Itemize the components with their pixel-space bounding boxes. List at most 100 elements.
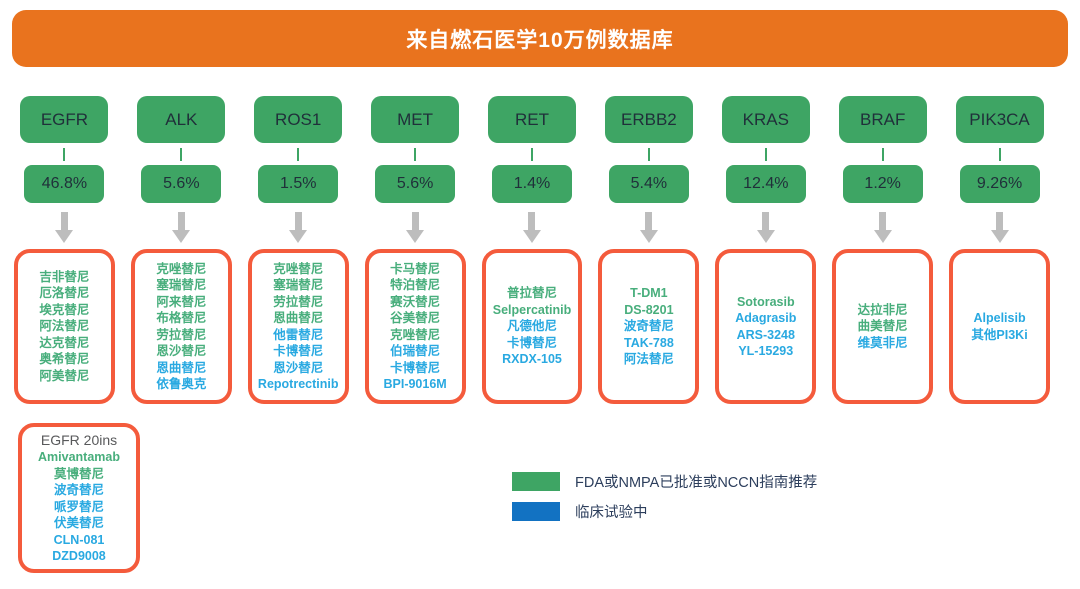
arrow-head [55,230,74,243]
egfr-20ins-title: EGFR 20ins [40,432,118,449]
gene-box: MET [371,96,460,143]
legend-item: 临床试验中 [512,501,817,522]
drug-name: ARS-3248 [736,327,795,342]
drug-name: 克唑替尼 [273,261,324,276]
arrow-head [289,230,308,243]
connector-line [180,148,183,161]
down-arrow-icon [756,212,775,243]
down-arrow-icon [406,212,425,243]
legend-swatch-green [512,472,560,491]
drug-name: 埃克替尼 [39,302,90,317]
gene-label: MET [397,109,434,129]
frequency-label: 1.5% [279,175,317,192]
drug-name: 其他PI3Ki [971,327,1028,342]
drug-list-box: 克唑替尼塞瑞替尼阿来替尼布格替尼劳拉替尼恩沙替尼恩曲替尼依鲁奥克 [130,249,232,404]
drug-name: 谷美替尼 [390,311,441,325]
drug-name: 他雷替尼 [273,327,324,342]
drug-list: 达拉非尼曲美替尼维莫非尼 [839,302,926,352]
drug-name: 阿来替尼 [156,294,207,309]
gene-label: ERBB2 [621,109,677,129]
down-arrow-icon [639,212,658,243]
legend-swatch-blue [512,502,560,521]
arrow-head [990,230,1009,243]
down-arrow-icon [55,212,74,243]
frequency-label: 1.4% [513,175,551,192]
arrow-stem [411,212,419,230]
gene-box: PIK3CA [955,96,1044,143]
down-arrow-icon [873,212,892,243]
gene-box: BRAF [838,96,927,143]
drug-name: 普拉替尼 [506,286,557,301]
frequency-label: 46.8% [41,175,88,192]
arrow-head [756,230,775,243]
drug-name: 奥希替尼 [39,352,90,367]
drug-name: 劳拉替尼 [273,294,324,309]
drug-name: 达拉非尼 [857,302,908,317]
down-arrow-icon [172,212,191,243]
connector-line [998,148,1001,161]
down-arrow-icon [522,212,541,243]
drug-name: Selpercatinib [492,302,572,317]
drug-name: 曲美替尼 [857,319,908,334]
gene-box: RET [487,96,576,143]
drug-name: 布格替尼 [156,311,207,325]
gene-box: ERBB2 [604,96,693,143]
drug-name: Amivantamab [38,450,120,465]
down-arrow-icon [289,212,308,243]
drug-name: 吉非替尼 [39,269,90,284]
drug-name: 塞瑞替尼 [273,278,324,292]
frequency-label: 5.4% [630,175,668,192]
drug-name: 波奇替尼 [623,319,674,334]
frequency-label: 12.4% [743,175,789,192]
gene-box: KRAS [721,96,810,143]
frequency-label: 5.6% [163,175,200,192]
arrow-stem [528,212,536,230]
drug-name: Sotorasib [736,294,795,309]
drug-name: 凡德他尼 [506,319,557,334]
legend: FDA或NMPA已批准或NCCN指南推荐临床试验中 [512,471,817,522]
drug-list: 克唑替尼塞瑞替尼阿来替尼布格替尼劳拉替尼恩沙替尼恩曲替尼依鲁奥克 [138,261,225,393]
gene-columns: EGFR 46.8% 吉非替尼厄洛替尼埃克替尼阿法替尼达克替尼奥希替尼阿美替尼 … [14,96,1050,404]
drug-name: YL-15293 [738,344,794,358]
arrow-head [406,230,425,243]
frequency-label: 5.6% [396,175,434,192]
gene-box: ROS1 [254,96,343,143]
drug-name: 卡博替尼 [390,360,441,375]
frequency-box: 5.4% [608,165,689,203]
gene-label: PIK3CA [969,109,1030,129]
drug-name: 卡博替尼 [506,335,557,350]
gene-label: RET [514,109,549,129]
frequency-box: 12.4% [725,165,806,203]
connector-line [414,148,417,161]
down-arrow-icon [990,212,1009,243]
arrow-head [639,230,658,243]
frequency-label: 9.26% [976,175,1023,192]
arrow-stem [879,212,887,230]
frequency-box: 1.5% [258,165,339,203]
frequency-box: 1.2% [842,165,923,203]
drug-name: 伯瑞替尼 [390,344,441,358]
drug-name: CLN-081 [53,532,105,547]
drug-name: 伏美替尼 [53,516,104,531]
drug-name: 莫博替尼 [53,466,104,481]
arrow-stem [60,212,68,230]
gene-column: BRAF 1.2% 达拉非尼曲美替尼维莫非尼 [832,96,934,404]
drug-name: 特泊替尼 [390,278,441,292]
arrow-stem [294,212,302,230]
gene-column: ALK 5.6% 克唑替尼塞瑞替尼阿来替尼布格替尼劳拉替尼恩沙替尼恩曲替尼依鲁奥… [130,96,232,404]
drug-list-box: 达拉非尼曲美替尼维莫非尼 [832,249,934,404]
drug-name: 塞瑞替尼 [156,278,207,292]
drug-name: 阿美替尼 [39,368,90,383]
drug-name: 维莫非尼 [857,335,908,350]
connector-line [881,148,884,161]
